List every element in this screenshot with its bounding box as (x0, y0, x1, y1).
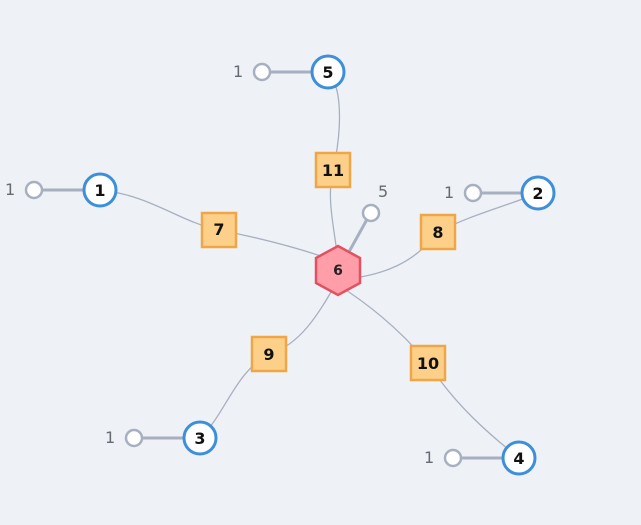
stub-label: 1 (105, 428, 115, 447)
variable-circle (520, 175, 556, 211)
hub-node-6[interactable]: 6 (314, 244, 362, 297)
stub-handle[interactable] (463, 183, 483, 203)
factor-label: 11 (322, 161, 344, 180)
hub-hexagon (314, 244, 362, 297)
stub-hub: 5 (348, 182, 388, 252)
factor-box (200, 211, 238, 249)
factor-label: 9 (263, 345, 274, 364)
hub-label: 6 (333, 263, 343, 279)
factor-box (250, 335, 288, 373)
factor-node-8[interactable]: 8 (419, 213, 457, 251)
stub-handle[interactable] (361, 203, 381, 223)
stub-5: 1 (233, 62, 314, 82)
variable-circle (182, 420, 218, 456)
variable-circle (82, 172, 118, 208)
factor-label: 10 (417, 354, 439, 373)
variable-node-1[interactable]: 1 (82, 172, 118, 208)
variable-label: 2 (532, 184, 543, 203)
factor-box (409, 344, 447, 382)
factor-box (419, 213, 457, 251)
stub-4: 1 (424, 448, 505, 468)
factor-node-10[interactable]: 10 (409, 344, 447, 382)
stub-1: 1 (5, 180, 86, 200)
factor-box (314, 151, 352, 189)
stub-2: 1 (444, 183, 524, 203)
stub-layer: 1 1 1 1 1 5 (5, 62, 524, 468)
stub-3: 1 (105, 428, 186, 448)
stub-label: 1 (424, 448, 434, 467)
variable-node-2[interactable]: 2 (520, 175, 556, 211)
variable-label: 4 (513, 449, 524, 468)
factor-layer: 7 8 9 10 11 (200, 151, 457, 382)
variable-node-5[interactable]: 5 (310, 54, 346, 90)
stub-handle[interactable] (24, 180, 44, 200)
variable-node-4[interactable]: 4 (501, 440, 537, 476)
factor-node-9[interactable]: 9 (250, 335, 288, 373)
variable-circle (310, 54, 346, 90)
variable-label: 3 (194, 429, 205, 448)
factor-node-11[interactable]: 11 (314, 151, 352, 189)
stub-handle[interactable] (252, 62, 272, 82)
variable-label: 5 (322, 63, 333, 82)
factor-label: 8 (432, 223, 443, 242)
stub-label: 5 (378, 182, 388, 201)
stub-label: 1 (233, 62, 243, 81)
variable-node-3[interactable]: 3 (182, 420, 218, 456)
variable-label: 1 (94, 181, 105, 200)
stub-handle[interactable] (124, 428, 144, 448)
factor-node-7[interactable]: 7 (200, 211, 238, 249)
stub-handle[interactable] (443, 448, 463, 468)
factor-label: 7 (213, 220, 224, 239)
stub-label: 1 (444, 183, 454, 202)
variable-circle (501, 440, 537, 476)
variable-layer: 1 2 3 4 5 (82, 54, 556, 476)
stub-label: 1 (5, 180, 15, 199)
